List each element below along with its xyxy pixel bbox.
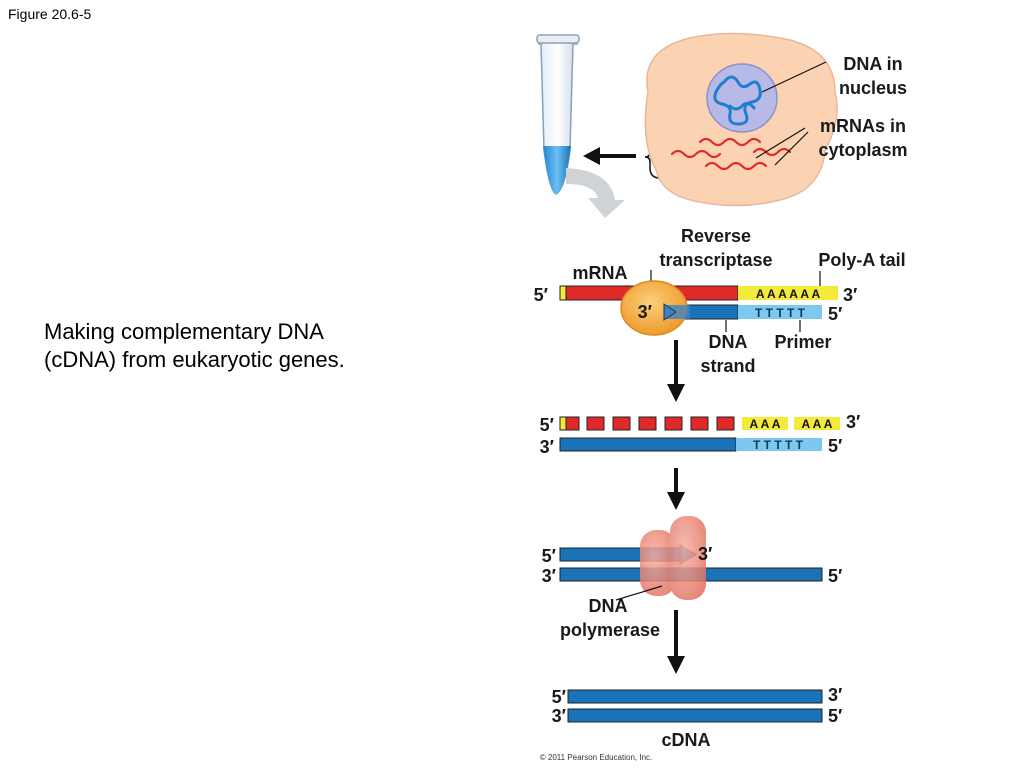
step2-dna-3-end: 3′ <box>540 437 554 457</box>
step1-dna-3-end: 3′ <box>638 302 652 322</box>
degraded-mrna-strand <box>559 416 840 431</box>
black-arrow-to-tube <box>583 147 636 165</box>
step3-top-5-end: 5′ <box>542 546 556 566</box>
reverse-transcriptase-enzyme <box>620 280 690 336</box>
dna-strand-label-2: strand <box>700 356 755 376</box>
step3-bottom-5-end: 5′ <box>828 566 842 586</box>
poly-a-sequence: A A A A A A <box>756 287 821 301</box>
test-tube <box>536 34 580 195</box>
leader-dna-nucleus <box>761 61 827 93</box>
down-arrow-2 <box>667 468 685 510</box>
poly-a-seq-right: A A A <box>802 417 833 431</box>
leader-mrna-2 <box>774 131 809 166</box>
copyright-notice: © 2011 Pearson Education, Inc. <box>540 753 652 762</box>
step2-mrna-5-end: 5′ <box>540 415 554 435</box>
cdna-bottom-5-end: 5′ <box>828 706 842 726</box>
reverse-transcriptase-label-1: Reverse <box>681 226 751 246</box>
dna-strand-2 <box>559 437 822 452</box>
dna-polymerase-enzyme <box>640 516 706 600</box>
dna-in-nucleus-label-1: DNA in <box>843 54 902 74</box>
step1-dna-5-end: 5′ <box>828 304 842 324</box>
mrnas-in-cytoplasm-label-1: mRNAs in <box>820 116 906 136</box>
step1-mrna-5-end: 5′ <box>534 285 548 305</box>
nucleus <box>706 63 778 133</box>
dna-in-nucleus-label-2: nucleus <box>839 78 907 98</box>
mrna-label: mRNA <box>572 263 627 283</box>
step2-mrna-3-end: 3′ <box>846 412 860 432</box>
poly-a-tail-label: Poly-A tail <box>818 250 905 270</box>
primer-label: Primer <box>774 332 831 352</box>
step3-bottom-3-end: 3′ <box>542 566 556 586</box>
step1-mrna-3-end: 3′ <box>843 285 857 305</box>
cdna-label: cDNA <box>661 730 710 750</box>
primer-sequence: T T T T T <box>755 306 806 320</box>
down-arrow-3 <box>667 610 685 674</box>
step2-dna-5-end: 5′ <box>828 436 842 456</box>
dna-polymerase-label-1: DNA <box>589 596 628 616</box>
cdna-strand-bottom <box>567 708 823 723</box>
dna-strand-label-1: DNA <box>709 332 748 352</box>
down-arrow-1 <box>667 340 685 402</box>
reverse-transcriptase-label-2: transcriptase <box>659 250 772 270</box>
figure-label: Figure 20.6-5 <box>8 6 92 22</box>
primer-seq-2: T T T T T <box>753 438 804 452</box>
step3-top-3-end: 3′ <box>698 544 712 564</box>
cdna-bottom-3-end: 3′ <box>552 706 566 726</box>
mrnas-in-cytoplasm-label-2: cytoplasm <box>818 140 907 160</box>
cdna-strand-top <box>567 689 823 704</box>
leader-mrna-1 <box>755 127 806 159</box>
dna-polymerase-label-2: polymerase <box>560 620 660 640</box>
caption-line-2: (cDNA) from eukaryotic genes. <box>44 347 345 372</box>
poly-a-seq-left: A A A <box>750 417 781 431</box>
mrna-squiggles <box>670 137 792 171</box>
leader-dna-polymerase <box>615 585 663 601</box>
caption-line-1: Making complementary DNA <box>44 319 324 344</box>
cdna-top-5-end: 5′ <box>552 687 566 707</box>
cdna-top-3-end: 3′ <box>828 685 842 705</box>
figure-caption: Making complementary DNA (cDNA) from euk… <box>44 318 464 374</box>
gray-curved-arrow <box>566 168 625 218</box>
